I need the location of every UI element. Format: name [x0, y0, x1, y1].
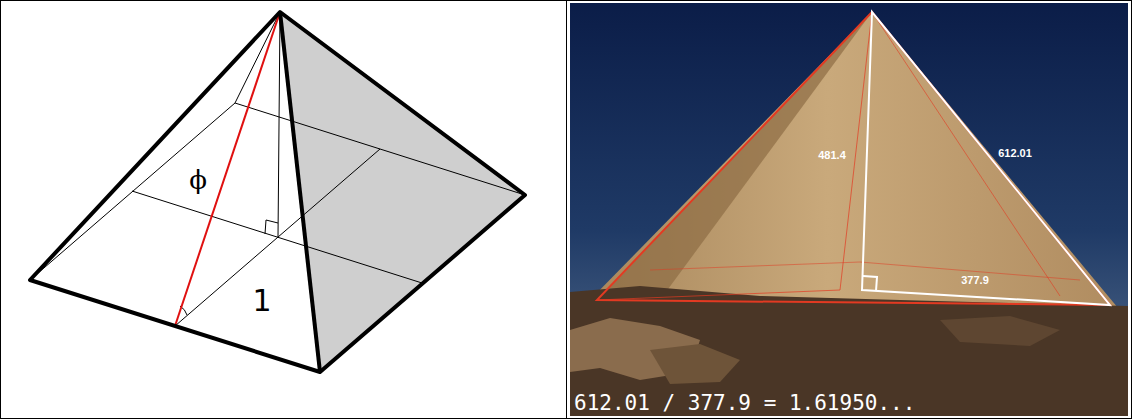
base-value: 377.9: [961, 274, 989, 286]
right-face: [280, 12, 525, 372]
unit-length: 1: [252, 284, 271, 317]
pyramid-photo: [570, 3, 1128, 416]
left-face: [30, 12, 320, 372]
ratio-equation: 612.01 / 377.9 = 1.61950...: [574, 392, 915, 415]
slant-value: 612.01: [998, 147, 1032, 159]
pyramid-drawing: [30, 12, 525, 372]
outer-edges: [30, 12, 525, 372]
red-outline: [597, 12, 1110, 305]
angle-symbol: ϕ: [189, 166, 207, 195]
white-triangle: [862, 12, 1110, 305]
hidden-lines: [30, 12, 525, 326]
height-value: 481.4: [818, 149, 846, 161]
slant-height: [175, 12, 280, 326]
